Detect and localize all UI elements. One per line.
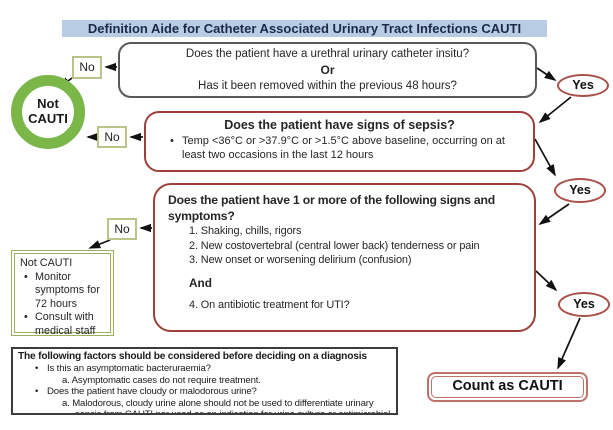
arrow-yes3-to-count bbox=[557, 317, 581, 370]
or-label: Or bbox=[320, 62, 335, 77]
not-cauti-terminator: Not CAUTI bbox=[11, 75, 85, 149]
not-cauti-action-content: Not CAUTI Monitor symptoms for 72 hours … bbox=[14, 253, 111, 337]
numbered-item: 1. Shaking, chills, rigors bbox=[189, 225, 302, 238]
yes-node-2: Yes bbox=[554, 178, 606, 203]
bullet-item: Temp <36°C or >37.9°C or >1.5°C above ba… bbox=[156, 134, 523, 163]
not-cauti-line: CAUTI bbox=[26, 111, 70, 127]
bullet-item: Does the patient have cloudy or malodoro… bbox=[18, 386, 391, 398]
question-signs-symptoms: Does the patient have 1 or more of the f… bbox=[153, 183, 536, 332]
question-heading: Does the patient have 1 or more of the f… bbox=[168, 193, 495, 223]
page-title: Definition Aide for Catheter Associated … bbox=[62, 20, 547, 37]
bullet-item: Monitor symptoms for 72 hours bbox=[20, 271, 108, 312]
question-catheter-insitu: Does the patient have a urethral urinary… bbox=[118, 42, 537, 98]
question-sepsis-signs: Does the patient have signs of sepsis? T… bbox=[144, 111, 535, 172]
arrow-q2-to-yes2 bbox=[534, 138, 556, 177]
numbered-item: 2. New costovertebral (central lower bac… bbox=[189, 239, 480, 252]
arrow-yes2-to-q3 bbox=[538, 203, 570, 225]
bullet-item: Consult with medical staff bbox=[20, 311, 108, 338]
not-cauti-line: Not bbox=[35, 96, 61, 112]
question-heading: Does the patient have signs of sepsis? bbox=[224, 118, 455, 132]
arrow-q1-to-yes1 bbox=[536, 67, 557, 81]
no-node-1: No bbox=[72, 56, 102, 79]
question-line: Has it been removed within the previous … bbox=[198, 80, 457, 93]
no-node-3: No bbox=[107, 218, 137, 240]
arrow-yes1-to-q2 bbox=[538, 96, 572, 124]
numbered-item: 4. On antibiotic treatment for UTI? bbox=[189, 299, 350, 312]
considerations-box: The following factors should be consider… bbox=[11, 347, 398, 415]
sub-item: a. Malodorous, cloudy urine alone should… bbox=[62, 397, 391, 415]
no-node-2: No bbox=[97, 126, 127, 148]
sub-item: a. Asymptomatic cases do not require tre… bbox=[62, 374, 261, 386]
question-line: Does the patient have a urethral urinary… bbox=[185, 47, 470, 60]
not-cauti-action-box: Not CAUTI Monitor symptoms for 72 hours … bbox=[11, 250, 114, 337]
count-as-cauti-box: Count as CAUTI bbox=[427, 372, 588, 402]
count-as-cauti-label: Count as CAUTI bbox=[431, 376, 584, 398]
arrow-q3-to-yes3 bbox=[535, 270, 558, 292]
and-label: And bbox=[189, 276, 212, 291]
bullet-item: Is this an asymptomatic bacteruraemia? bbox=[18, 363, 391, 375]
considerations-heading: The following factors should be consider… bbox=[18, 351, 367, 362]
numbered-item: 3. New onset or worsening delirium (conf… bbox=[189, 254, 412, 267]
yes-node-1: Yes bbox=[557, 74, 609, 97]
arrow-no3-to-ncbox bbox=[88, 239, 111, 249]
not-cauti-box-title: Not CAUTI bbox=[20, 257, 73, 269]
yes-node-3: Yes bbox=[558, 292, 610, 317]
